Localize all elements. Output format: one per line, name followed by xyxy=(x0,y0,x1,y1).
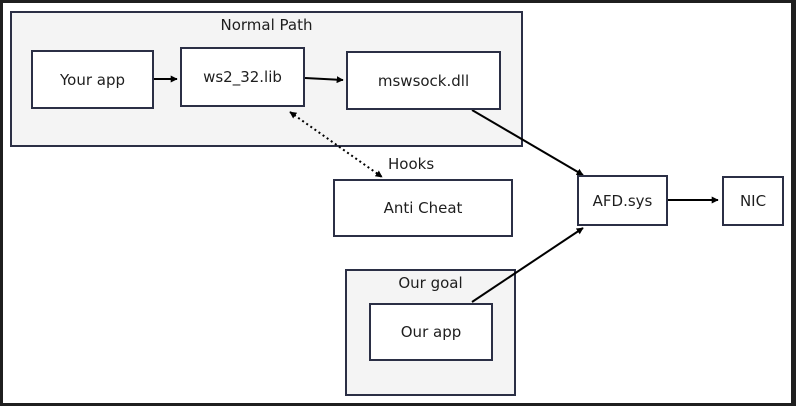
node-mswsock-dll: mswsock.dll xyxy=(346,51,501,110)
edge-label-hooks: Hooks xyxy=(388,155,435,173)
node-afd-sys: AFD.sys xyxy=(577,175,668,226)
cluster-our-goal-title: Our goal xyxy=(398,274,463,292)
node-nic: NIC xyxy=(722,176,784,226)
window-frame-left xyxy=(0,0,3,406)
edge-hooks-dotted xyxy=(289,111,383,178)
window-frame-bottom xyxy=(0,403,796,406)
edge-mswsock-to-afd xyxy=(471,109,584,176)
node-your-app: Your app xyxy=(31,50,154,109)
window-frame-right xyxy=(791,0,796,406)
cluster-normal-path-title: Normal Path xyxy=(220,16,313,34)
edge-ws2-32-to-mswsock xyxy=(304,76,344,84)
window-frame-top xyxy=(0,0,796,3)
node-anti-cheat: Anti Cheat xyxy=(333,179,513,237)
node-our-app: Our app xyxy=(369,303,493,361)
edge-our-app-to-afd xyxy=(471,227,584,303)
node-ws2-32-lib: ws2_32.lib xyxy=(180,47,305,107)
